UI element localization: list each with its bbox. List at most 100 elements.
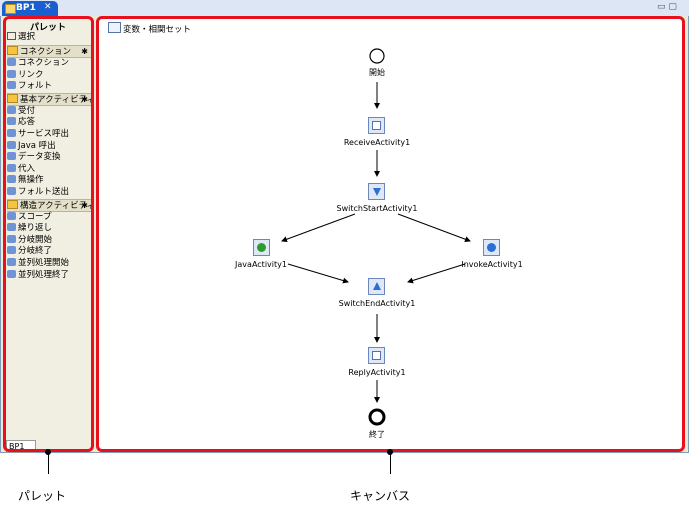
palette-category-label: コネクション: [20, 47, 72, 57]
link-java-switchend[interactable]: [287, 263, 349, 284]
end-node[interactable]: [368, 408, 386, 426]
palette-item-label: 分岐終了: [18, 246, 53, 257]
close-icon[interactable]: ✕: [44, 2, 52, 12]
start-node[interactable]: [369, 48, 385, 64]
palette-item-label: データ変換: [18, 152, 61, 163]
palette-item[interactable]: 分岐終了: [7, 246, 52, 257]
palette-item-label: サービス呼出: [18, 129, 70, 139]
palette-item[interactable]: Java 呼出: [7, 140, 56, 152]
palette-item-label: スコープ: [18, 211, 52, 222]
switch-end-node[interactable]: [368, 278, 385, 295]
folder-icon: [7, 46, 18, 55]
switch-end-icon: [7, 246, 16, 255]
receive-icon: [7, 105, 16, 114]
variables-icon: [108, 22, 121, 33]
switch-start-node[interactable]: [368, 183, 385, 200]
transform-icon: [7, 152, 16, 161]
process-canvas[interactable]: [98, 17, 682, 450]
palette-callout-dot: [45, 449, 51, 455]
while-icon: [7, 223, 16, 232]
palette-item[interactable]: データ変換: [7, 152, 61, 163]
folder-icon: [7, 199, 18, 209]
palette-item-label: 選択: [18, 32, 36, 42]
invoke-icon: [7, 129, 16, 137]
java-icon: [257, 243, 266, 252]
pin-icon[interactable]: ✱: [81, 47, 88, 56]
globe-icon: [487, 243, 496, 252]
java-activity-node[interactable]: [253, 239, 270, 256]
invoke-activity-node[interactable]: [483, 239, 500, 256]
end-label: 終了: [369, 430, 385, 439]
palette-item[interactable]: コネクション: [7, 58, 69, 69]
palette-item-label: 受付: [18, 105, 36, 116]
receive-activity-node[interactable]: [368, 117, 385, 134]
palette-item-label: 並列処理開始: [18, 258, 70, 268]
link-invoke-switchend[interactable]: [407, 263, 466, 284]
link-switchstart-invoke[interactable]: [397, 213, 471, 243]
process-file-icon: [5, 4, 16, 14]
canvas-callout-line: [390, 452, 391, 474]
palette-item[interactable]: スコープ: [7, 211, 52, 223]
switch-start-label: SwitchStartActivity1: [336, 204, 418, 213]
palette-item-label: 無操作: [18, 175, 44, 186]
palette-item[interactable]: 並列処理終了: [7, 269, 70, 281]
fault-icon: [7, 81, 16, 90]
variables-label: 変数・相関セット: [123, 25, 192, 35]
palette-category[interactable]: 構造アクティビティ✱: [7, 198, 95, 212]
java-icon: [7, 140, 16, 149]
palette-callout-label: パレット: [18, 489, 67, 503]
palette-title[interactable]: パレット: [29, 23, 66, 33]
link-icon: [7, 69, 16, 78]
editor-tab-bp1[interactable]: BP1 ✕: [2, 1, 58, 16]
palette-item-label: 並列処理終了: [18, 269, 70, 280]
envelope-icon: [372, 351, 381, 360]
folder-icon: [7, 93, 18, 103]
palette-panel: [4, 17, 92, 450]
canvas-highlight: [96, 16, 685, 452]
palette-category-label: 構造アクティビティ: [20, 200, 96, 211]
palette-item[interactable]: フォルト送出: [7, 187, 69, 198]
palette-item[interactable]: 分岐開始: [7, 234, 53, 246]
palette-item-label: 応答: [18, 117, 36, 128]
palette-item[interactable]: フォルト: [7, 81, 52, 92]
palette-category[interactable]: コネクション ✱: [7, 45, 91, 58]
palette-item-label: 代入: [18, 163, 36, 174]
palette-item-label: リンク: [18, 69, 44, 80]
switch-start-icon: [373, 188, 381, 196]
switch-end-label: SwitchEndActivity1: [338, 299, 416, 308]
start-label: 開始: [369, 68, 385, 77]
pin-icon[interactable]: ✱: [81, 200, 88, 210]
variables-correlation-button[interactable]: 変数・相関セット: [108, 22, 191, 36]
palette-item[interactable]: 受付: [7, 105, 36, 117]
flow-start-icon: [7, 258, 16, 266]
palette-item-label: 繰り返し: [18, 223, 53, 234]
palette-item[interactable]: サービス呼出: [7, 129, 69, 140]
canvas-callout-label: キャンバス: [350, 489, 411, 503]
link-switchstart-java[interactable]: [281, 213, 356, 243]
pin-icon[interactable]: ✱: [81, 94, 88, 104]
palette-item[interactable]: 無操作: [7, 175, 44, 186]
palette-item-label: Java 呼出: [18, 140, 56, 151]
window-buttons[interactable]: ▭ ▢: [657, 2, 677, 12]
palette-item-label: 分岐開始: [18, 234, 53, 245]
palette-category[interactable]: 基本アクティビティ✱: [7, 92, 95, 106]
reply-activity-node[interactable]: [368, 347, 385, 364]
palette-item[interactable]: 代入: [7, 163, 36, 175]
palette-item[interactable]: 応答: [7, 117, 35, 128]
palette-item-label: フォルト: [18, 81, 53, 92]
palette-highlight: [3, 16, 94, 452]
palette-callout-line: [48, 452, 49, 474]
assign-icon: [7, 163, 16, 172]
palette-item[interactable]: 並列処理開始: [7, 258, 69, 269]
tab-bar: [0, 0, 689, 16]
palette-item[interactable]: リンク: [7, 69, 44, 81]
throw-icon: [7, 187, 16, 195]
java-label: JavaActivity1: [235, 260, 287, 269]
reply-icon: [7, 117, 16, 126]
palette-item-select[interactable]: 選択: [7, 32, 35, 43]
tab-label: BP1: [16, 3, 36, 13]
switch-end-icon: [373, 282, 381, 290]
palette-item[interactable]: 繰り返し: [7, 223, 52, 234]
connection-icon: [7, 58, 16, 66]
flow-connectors: [281, 48, 471, 426]
